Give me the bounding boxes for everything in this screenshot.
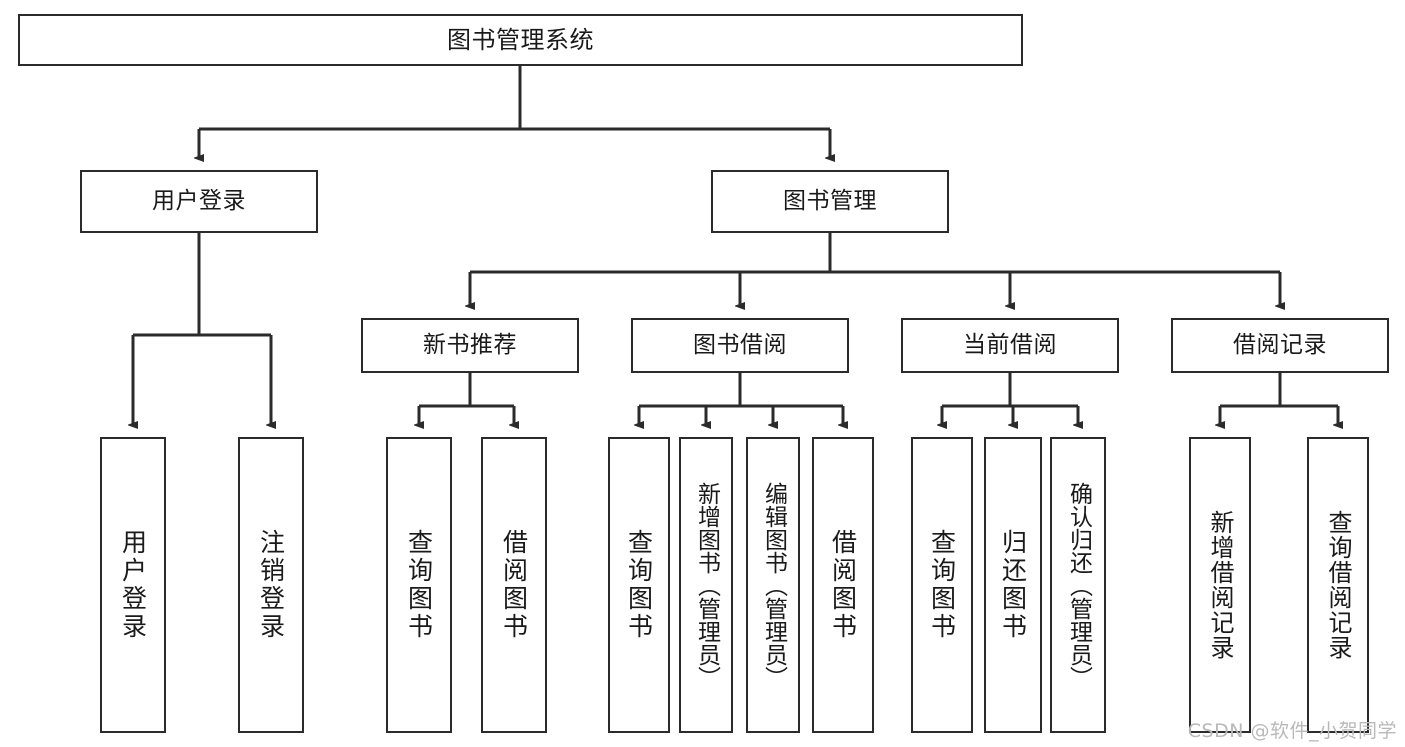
node-leaf-query-book-3[interactable]: 查询图书 bbox=[911, 437, 973, 733]
node-leaf-borrow-book-2[interactable]: 借阅图书 bbox=[812, 437, 874, 733]
node-leaf-query-book-2[interactable]: 查询图书 bbox=[608, 437, 670, 733]
node-user-login[interactable]: 用户登录 bbox=[80, 170, 318, 233]
node-leaf-query-book-1[interactable]: 查询图书 bbox=[386, 437, 452, 733]
node-leaf-query-record-label: 查询借阅记录 bbox=[1324, 510, 1352, 660]
node-leaf-add-book-label: 新增图书（管理员） bbox=[693, 481, 720, 689]
node-book-borrow[interactable]: 图书借阅 bbox=[631, 318, 849, 373]
node-leaf-query-book-1-label: 查询图书 bbox=[404, 529, 434, 641]
node-current-borrow-label: 当前借阅 bbox=[963, 331, 1057, 358]
node-leaf-confirm-return[interactable]: 确认归还（管理员） bbox=[1050, 437, 1106, 733]
node-leaf-borrow-book-1-label: 借阅图书 bbox=[499, 529, 529, 641]
node-leaf-user-login[interactable]: 用户登录 bbox=[100, 437, 166, 733]
node-borrow-record[interactable]: 借阅记录 bbox=[1171, 318, 1389, 373]
node-root-label: 图书管理系统 bbox=[447, 25, 594, 54]
node-book-management[interactable]: 图书管理 bbox=[711, 170, 949, 233]
node-leaf-return-book[interactable]: 归还图书 bbox=[984, 437, 1042, 733]
node-leaf-add-record[interactable]: 新增借阅记录 bbox=[1189, 437, 1251, 733]
node-leaf-return-book-label: 归还图书 bbox=[998, 529, 1028, 641]
node-new-book-recommend[interactable]: 新书推荐 bbox=[361, 318, 579, 373]
node-root[interactable]: 图书管理系统 bbox=[18, 14, 1023, 66]
node-borrow-record-label: 借阅记录 bbox=[1233, 331, 1327, 358]
node-leaf-user-logout-label: 注销登录 bbox=[256, 529, 286, 641]
node-leaf-edit-book-label: 编辑图书（管理员） bbox=[760, 481, 787, 689]
node-leaf-add-book[interactable]: 新增图书（管理员） bbox=[679, 437, 733, 733]
node-leaf-query-book-2-label: 查询图书 bbox=[624, 529, 654, 641]
node-leaf-borrow-book-2-label: 借阅图书 bbox=[828, 529, 858, 641]
node-book-management-label: 图书管理 bbox=[783, 187, 877, 214]
node-leaf-user-logout[interactable]: 注销登录 bbox=[238, 437, 304, 733]
node-current-borrow[interactable]: 当前借阅 bbox=[901, 318, 1119, 373]
node-leaf-query-record[interactable]: 查询借阅记录 bbox=[1307, 437, 1369, 733]
node-leaf-confirm-return-label: 确认归还（管理员） bbox=[1065, 481, 1092, 689]
node-new-book-recommend-label: 新书推荐 bbox=[423, 331, 517, 358]
node-leaf-borrow-book-1[interactable]: 借阅图书 bbox=[481, 437, 547, 733]
node-book-borrow-label: 图书借阅 bbox=[693, 331, 787, 358]
node-leaf-add-record-label: 新增借阅记录 bbox=[1206, 510, 1234, 660]
node-leaf-query-book-3-label: 查询图书 bbox=[927, 529, 957, 641]
node-leaf-user-login-label: 用户登录 bbox=[118, 529, 148, 641]
node-user-login-label: 用户登录 bbox=[152, 187, 246, 214]
node-leaf-edit-book[interactable]: 编辑图书（管理员） bbox=[746, 437, 800, 733]
